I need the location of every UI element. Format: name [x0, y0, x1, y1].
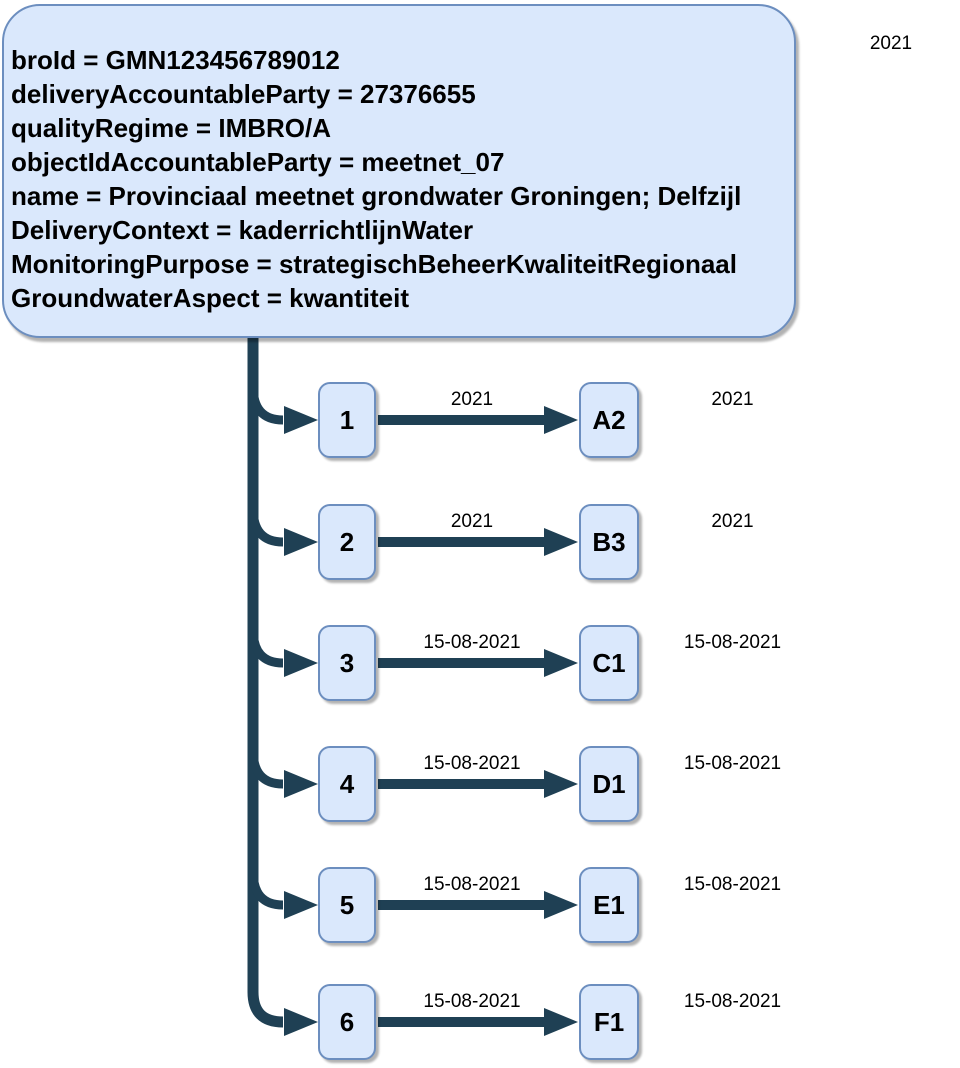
attribute-line: GroundwaterAspect = kwantiteit	[11, 283, 410, 313]
node-label: F1	[593, 1006, 625, 1037]
attribute-line: DeliveryContext = kaderrichtlijnWater	[11, 215, 474, 245]
branch-arrowhead	[284, 1008, 318, 1036]
node-label: E1	[593, 889, 625, 920]
edge-date-label: 15-08-2021	[423, 874, 521, 895]
measuring-point-node-2: 2	[318, 504, 376, 580]
tube-date-label: 2021	[711, 511, 754, 532]
edge-date-label: 15-08-2021	[423, 632, 521, 653]
branch-elbow	[248, 749, 284, 789]
branch-elbow	[248, 628, 284, 668]
node-label: D1	[592, 768, 626, 799]
tube-date-label: 15-08-2021	[683, 753, 782, 774]
attribute-line: MonitoringPurpose = strategischBeheerKwa…	[11, 249, 737, 279]
branch-arrowhead	[284, 528, 318, 556]
branch-elbow	[248, 870, 284, 910]
edge-date-label: 2021	[450, 389, 494, 410]
node-label: 3	[339, 647, 355, 678]
monitoring-tube-node-f1: F1	[579, 984, 639, 1060]
attribute-line: objectIdAccountableParty = meetnet_07	[11, 147, 505, 177]
node-label: 1	[339, 404, 355, 435]
measuring-point-node-5: 5	[318, 867, 376, 943]
branch-arrowhead	[284, 649, 318, 677]
node-label: C1	[592, 647, 626, 678]
measuring-point-node-6: 6	[318, 984, 376, 1060]
tube-date-label: 2021	[711, 389, 754, 410]
attribute-line: deliveryAccountableParty = 27376655	[11, 79, 476, 109]
attribute-line: name = Provinciaal meetnet grondwater Gr…	[11, 181, 742, 211]
monitoring-tube-node-b3: B3	[579, 504, 639, 580]
monitoring-tube-node-e1: E1	[579, 867, 639, 943]
edge-arrowhead	[544, 770, 578, 798]
node-label: 4	[339, 768, 355, 799]
node-label: 2	[339, 526, 355, 557]
monitoring-tube-node-a2: A2	[579, 382, 639, 458]
edge-arrowhead	[544, 406, 578, 434]
edge-arrowhead	[544, 649, 578, 677]
tube-date-label: 15-08-2021	[683, 874, 782, 895]
node-label: A2	[592, 404, 626, 435]
measuring-point-node-1: 1	[318, 382, 376, 458]
node-label: 6	[339, 1006, 355, 1037]
year-label-top-right: 2021	[869, 33, 913, 54]
attribute-line: broId = GMN123456789012	[11, 45, 340, 75]
measuring-point-node-3: 3	[318, 625, 376, 701]
node-label: 5	[339, 889, 355, 920]
branch-arrowhead	[284, 891, 318, 919]
tube-date-label: 15-08-2021	[683, 632, 782, 653]
tube-date-label: 15-08-2021	[683, 991, 782, 1012]
edge-date-label: 15-08-2021	[423, 991, 521, 1012]
branch-arrowhead	[284, 406, 318, 434]
gmn-attributes-box: broId = GMN123456789012 deliveryAccounta…	[2, 4, 796, 338]
edge-arrowhead	[544, 891, 578, 919]
monitoring-tube-node-c1: C1	[579, 625, 639, 701]
branch-elbow	[248, 385, 284, 425]
edge-date-label: 2021	[450, 511, 494, 532]
branch-arrowhead	[284, 770, 318, 798]
edge-arrowhead	[544, 528, 578, 556]
trunk-line	[247, 336, 284, 1028]
edge-date-label: 15-08-2021	[423, 753, 521, 774]
attribute-line: qualityRegime = IMBRO/A	[11, 113, 331, 143]
branch-elbow	[248, 507, 284, 547]
node-label: B3	[592, 526, 626, 557]
measuring-point-node-4: 4	[318, 746, 376, 822]
monitoring-tube-node-d1: D1	[579, 746, 639, 822]
edge-arrowhead	[544, 1008, 578, 1036]
